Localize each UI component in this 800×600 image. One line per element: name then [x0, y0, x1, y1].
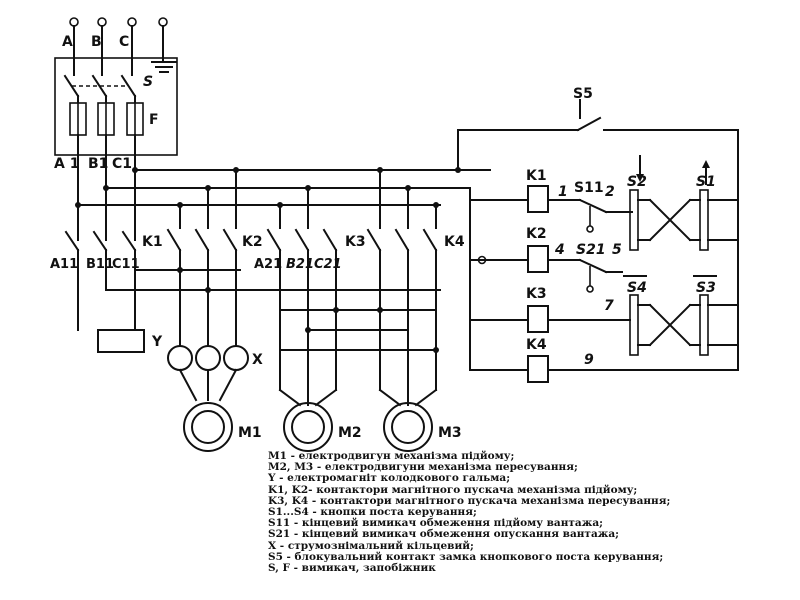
limit-switch-s11	[578, 198, 623, 233]
label-m2: M2	[338, 425, 362, 441]
label-c21: C21	[314, 257, 342, 272]
label-phase-a: A	[62, 34, 73, 50]
power-buses	[75, 167, 491, 229]
legend-line: K3, K4 - контактори магнітного пускача м…	[268, 494, 671, 507]
label-c11: C11	[112, 257, 140, 272]
label-m3: M3	[438, 425, 462, 441]
label-s3: S3	[696, 280, 716, 296]
ground-icon	[151, 61, 177, 73]
legend-line: M2, M3 - електродвигуни механізма пересу…	[268, 461, 578, 474]
label-node-5: 5	[612, 242, 622, 258]
label-s21: S21	[576, 242, 606, 258]
motor-m2	[278, 388, 338, 452]
label-switch-s: S	[143, 74, 153, 90]
button-s2	[621, 155, 651, 251]
label-b21: B21	[286, 257, 314, 272]
label-node-4: 4	[554, 242, 565, 258]
label-phase-b: B	[91, 34, 102, 50]
label-k1-coil: K1	[526, 168, 547, 184]
button-s3	[693, 275, 739, 356]
button-crosslinks-s1-s2	[648, 198, 701, 242]
label-k2-coil: K2	[526, 226, 547, 242]
label-s4: S4	[627, 280, 647, 296]
switch-fuse-enclosure	[54, 57, 178, 156]
legend-line: S1...S4 - кнопки поста керування;	[268, 506, 477, 519]
main-switch-s	[63, 74, 137, 103]
legend: M1 - електродвигун механізма підйому;M2,…	[268, 450, 788, 575]
label-s2: S2	[627, 174, 647, 190]
legend-line: Y - електромагніт колодкового гальма;	[268, 472, 511, 485]
label-phase-c: C	[119, 34, 129, 50]
legend-line: K1, K2- контактори магнітного пускача ме…	[268, 483, 638, 496]
interlock-contact-s5	[576, 99, 602, 132]
brake-magnet-y	[97, 329, 145, 353]
supply-terminals	[69, 17, 168, 76]
button-s1	[699, 160, 739, 251]
limit-switch-s21	[578, 258, 623, 293]
legend-line: X - струмознімальний кільцевий;	[268, 539, 474, 552]
label-b1: B1	[88, 156, 108, 172]
label-a11: A11	[50, 257, 78, 272]
slip-ring-collector-x	[167, 345, 249, 402]
label-node-1: 1	[558, 184, 568, 200]
legend-line: S5 - блокувальний контакт замка кнопково…	[268, 550, 664, 563]
label-s1: S1	[696, 174, 716, 190]
label-k1-power: K1	[142, 234, 163, 250]
label-y: Y	[151, 334, 163, 350]
legend-line: M1 - електродвигун механізма підйому;	[268, 450, 515, 462]
label-a21: A21	[254, 257, 282, 272]
legend-line: S, F - вимикач, запобіжник	[268, 562, 436, 575]
label-node-9: 9	[584, 352, 594, 368]
label-k3-coil: K3	[526, 286, 547, 302]
label-node-2: 2	[605, 184, 615, 200]
label-b11: B11	[86, 257, 114, 272]
legend-line: S11 - кінцевий вимикач обмеження підйому…	[268, 517, 604, 530]
legend-line: S21 - кінцевий вимикач обмеження опускан…	[268, 528, 620, 541]
label-fuse-f: F	[149, 112, 159, 128]
label-x: X	[252, 352, 263, 368]
button-crosslinks-s3-s4	[637, 303, 739, 371]
label-k4-power: K4	[444, 234, 465, 250]
control-circuit	[455, 129, 739, 371]
contactor-coils	[527, 185, 639, 383]
label-k2-power: K2	[242, 234, 263, 250]
contactor-contacts	[64, 228, 438, 252]
label-s5: S5	[573, 86, 593, 102]
motor-m3	[378, 388, 438, 452]
motor-m1	[183, 402, 233, 452]
label-c1: C1	[112, 156, 132, 172]
label-a1: A 1	[54, 156, 79, 172]
label-k4-coil: K4	[526, 337, 547, 353]
button-s4	[621, 275, 651, 356]
label-k3-power: K3	[345, 234, 366, 250]
fuses-f	[69, 102, 144, 136]
motor-wiring	[77, 249, 441, 391]
label-m1: M1	[238, 425, 262, 441]
label-node-7: 7	[604, 298, 614, 314]
label-s11: S11	[574, 180, 604, 196]
